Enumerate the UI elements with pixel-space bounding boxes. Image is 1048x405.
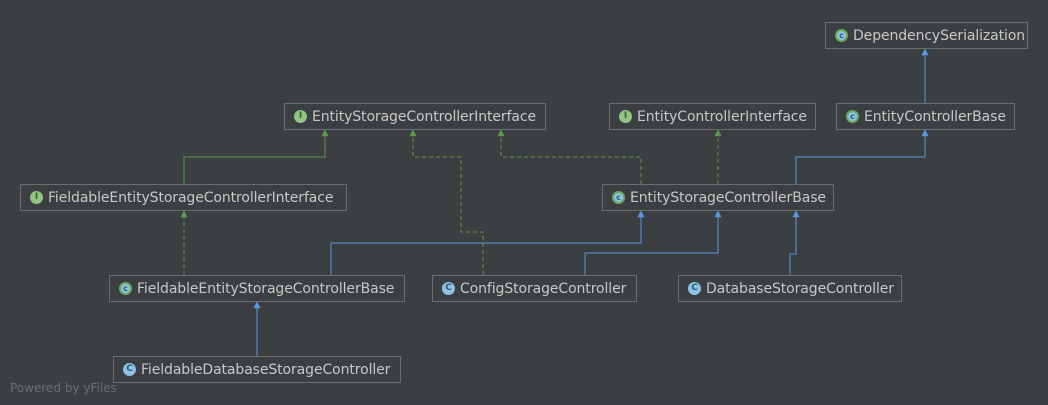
edge-extends: [584, 210, 722, 275]
interface-icon: I: [619, 110, 632, 123]
edge-extends: [789, 210, 800, 275]
node-fieldable-entity-storage-controller-interface[interactable]: I FieldableEntityStorageControllerInterf…: [20, 184, 347, 211]
node-label: FieldableEntityStorageControllerBase: [137, 280, 395, 297]
node-label: EntityControllerBase: [864, 108, 1006, 125]
node-dependency-serialization[interactable]: c DependencySerialization: [825, 22, 1028, 49]
node-label: EntityStorageControllerBase: [630, 189, 826, 206]
class-icon: C: [688, 282, 701, 295]
node-fieldable-database-storage-controller[interactable]: C FieldableDatabaseStorageController: [113, 356, 401, 383]
node-entity-storage-controller-base[interactable]: c EntityStorageControllerBase: [602, 184, 834, 211]
node-label: DependencySerialization: [853, 27, 1026, 44]
class-icon: C: [442, 282, 455, 295]
abstract-class-icon: c: [119, 282, 132, 295]
node-entity-controller-base[interactable]: c EntityControllerBase: [836, 103, 1015, 130]
node-label: ConfigStorageController: [460, 280, 627, 297]
edge-extends: [795, 129, 929, 184]
interface-icon: I: [30, 191, 43, 204]
node-label: EntityStorageControllerInterface: [312, 108, 536, 125]
node-fieldable-entity-storage-controller-base[interactable]: c FieldableEntityStorageControllerBase: [109, 275, 405, 302]
watermark: Powered by yFiles: [10, 381, 117, 395]
node-label: FieldableEntityStorageControllerInterfac…: [48, 189, 334, 206]
class-icon: C: [123, 363, 136, 376]
edge-extends-interface: [183, 129, 329, 184]
node-label: DatabaseStorageController: [706, 280, 894, 297]
abstract-class-icon: c: [846, 110, 859, 123]
abstract-class-icon: c: [835, 29, 848, 42]
node-entity-storage-controller-interface[interactable]: I EntityStorageControllerInterface: [284, 103, 546, 130]
node-label: EntityControllerInterface: [637, 108, 807, 125]
interface-icon: I: [294, 110, 307, 123]
node-database-storage-controller[interactable]: C DatabaseStorageController: [678, 275, 902, 302]
node-config-storage-controller[interactable]: C ConfigStorageController: [432, 275, 637, 302]
edge-extends: [330, 210, 645, 275]
abstract-class-icon: c: [612, 191, 625, 204]
edge-implements: [497, 129, 642, 184]
node-label: FieldableDatabaseStorageController: [141, 361, 391, 378]
node-entity-controller-interface[interactable]: I EntityControllerInterface: [609, 103, 816, 130]
edge-implements: [409, 129, 484, 275]
